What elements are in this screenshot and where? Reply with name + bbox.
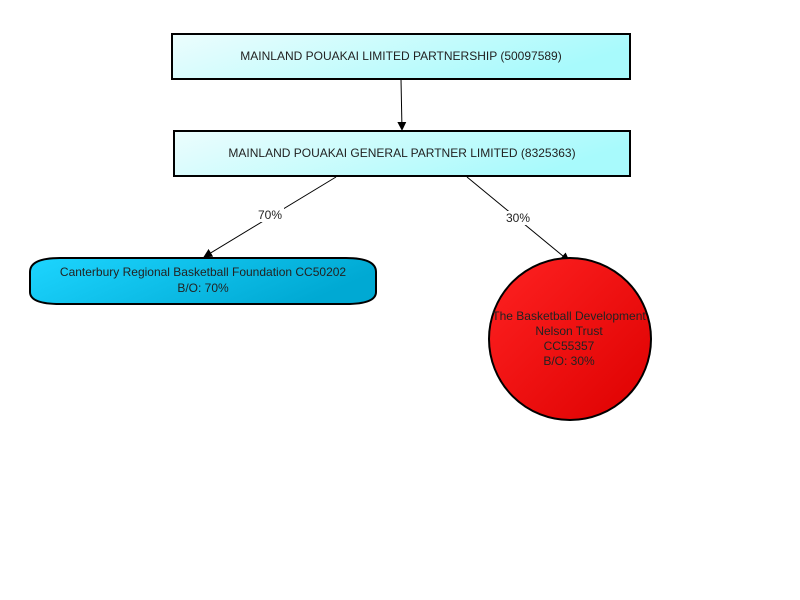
node-box (173, 130, 631, 177)
edge-gp-to-crbf: 70% (203, 176, 337, 258)
node-label: MAINLAND POUAKAI GENERAL PARTNER LIMITED… (228, 146, 575, 160)
node-label-line-2: Nelson Trust (535, 324, 603, 338)
node-circle (488, 257, 652, 421)
edge-lp-to-gp (397, 78, 407, 131)
node-box (29, 257, 377, 305)
node-label-line-2: B/O: 70% (177, 281, 229, 295)
edge-line (397, 78, 407, 131)
edge-gp-to-bdnt: 30% (466, 176, 570, 262)
node-canterbury-foundation[interactable]: Canterbury Regional Basketball Foundatio… (29, 257, 377, 305)
edge-label-bg (504, 211, 532, 225)
edge-label-30: 30% (506, 211, 530, 225)
node-label: MAINLAND POUAKAI LIMITED PARTNERSHIP (50… (240, 49, 561, 63)
node-label-line-1: Canterbury Regional Basketball Foundatio… (60, 265, 347, 279)
node-nelson-trust[interactable]: The Basketball Development Nelson Trust … (488, 257, 652, 421)
edge-label-bg (256, 208, 284, 222)
node-label-line-4: B/O: 30% (543, 354, 595, 368)
node-box (171, 33, 631, 80)
node-limited-partnership[interactable]: MAINLAND POUAKAI LIMITED PARTNERSHIP (50… (171, 33, 631, 80)
node-general-partner[interactable]: MAINLAND POUAKAI GENERAL PARTNER LIMITED… (173, 130, 631, 177)
edge-label-70: 70% (258, 208, 282, 222)
node-label-line-3: CC55357 (544, 339, 595, 353)
node-label-line-1: The Basketball Development (492, 309, 646, 323)
